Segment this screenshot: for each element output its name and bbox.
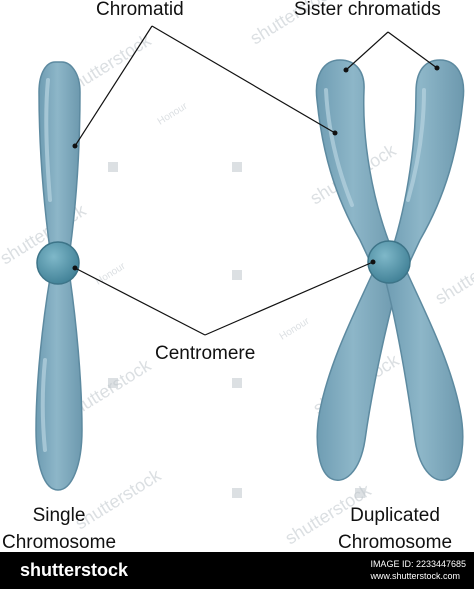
footer-image-id: IMAGE ID: 2233447685 xyxy=(370,559,466,569)
single-chromatid-highlight xyxy=(40,358,47,452)
watermark-mark xyxy=(232,488,242,498)
centromere-leader-line xyxy=(204,261,374,336)
duplicated-centromere xyxy=(367,240,411,284)
duplicated-label-line1: Duplicated xyxy=(350,505,440,526)
watermark-author: Honour xyxy=(278,315,312,342)
chromatid-leader-line xyxy=(151,25,336,134)
sister-chromatids-leader-line xyxy=(387,31,438,69)
centromere-label: Centromere xyxy=(155,343,256,364)
watermark-mark xyxy=(108,378,118,388)
watermark-text: shutterstock xyxy=(432,239,474,308)
right-sister-chromatid xyxy=(385,59,465,481)
footer-site: www.shutterstock.com xyxy=(370,571,460,581)
sister-chromatids-leader-line xyxy=(345,31,389,71)
leader-dot xyxy=(343,67,349,73)
single-label-line1: Single xyxy=(32,505,86,526)
single-chromatid-lower-arm xyxy=(35,277,83,491)
chromatid-highlight xyxy=(324,88,354,207)
chromosome-diagram: shutterstock shutterstock shutterstock s… xyxy=(0,0,474,548)
watermark-author: Honour xyxy=(156,100,190,127)
chromatid-leader-line xyxy=(74,25,153,147)
single-label-line2: Chromosome xyxy=(1,532,117,553)
centromere-leader-line xyxy=(74,267,206,336)
single-chromosome-label: Single Chromosome xyxy=(0,505,118,554)
watermark-mark xyxy=(232,378,242,388)
footer-bar: shutterstock IMAGE ID: 2233447685 www.sh… xyxy=(0,552,474,589)
duplicated-chromosome-label: Duplicated Chromosome xyxy=(332,505,458,554)
leader-dot xyxy=(332,130,338,136)
duplicated-label-line2: Chromosome xyxy=(337,532,453,553)
watermark-mark xyxy=(108,162,118,172)
watermark-mark xyxy=(355,488,365,498)
single-centromere xyxy=(36,241,80,285)
watermark-mark xyxy=(232,162,242,172)
sister-chromatids-label: Sister chromatids xyxy=(294,0,441,20)
footer-info: IMAGE ID: 2233447685 www.shutterstock.co… xyxy=(370,558,466,582)
leader-dot xyxy=(370,259,376,265)
chromatid-highlight xyxy=(406,88,426,202)
watermark-author: Honour xyxy=(94,260,128,287)
leader-dots xyxy=(72,65,440,271)
chromatid-label: Chromatid xyxy=(96,0,184,20)
footer-brand: shutterstock xyxy=(20,560,129,580)
single-chromatid-highlight xyxy=(44,78,52,202)
leader-dot xyxy=(72,143,78,149)
leader-dot xyxy=(72,265,78,271)
leader-lines xyxy=(74,25,438,336)
watermark-mark xyxy=(232,270,242,280)
leader-dot xyxy=(434,65,440,71)
duplicated-chromosome xyxy=(315,59,465,481)
single-chromosome xyxy=(35,61,83,491)
